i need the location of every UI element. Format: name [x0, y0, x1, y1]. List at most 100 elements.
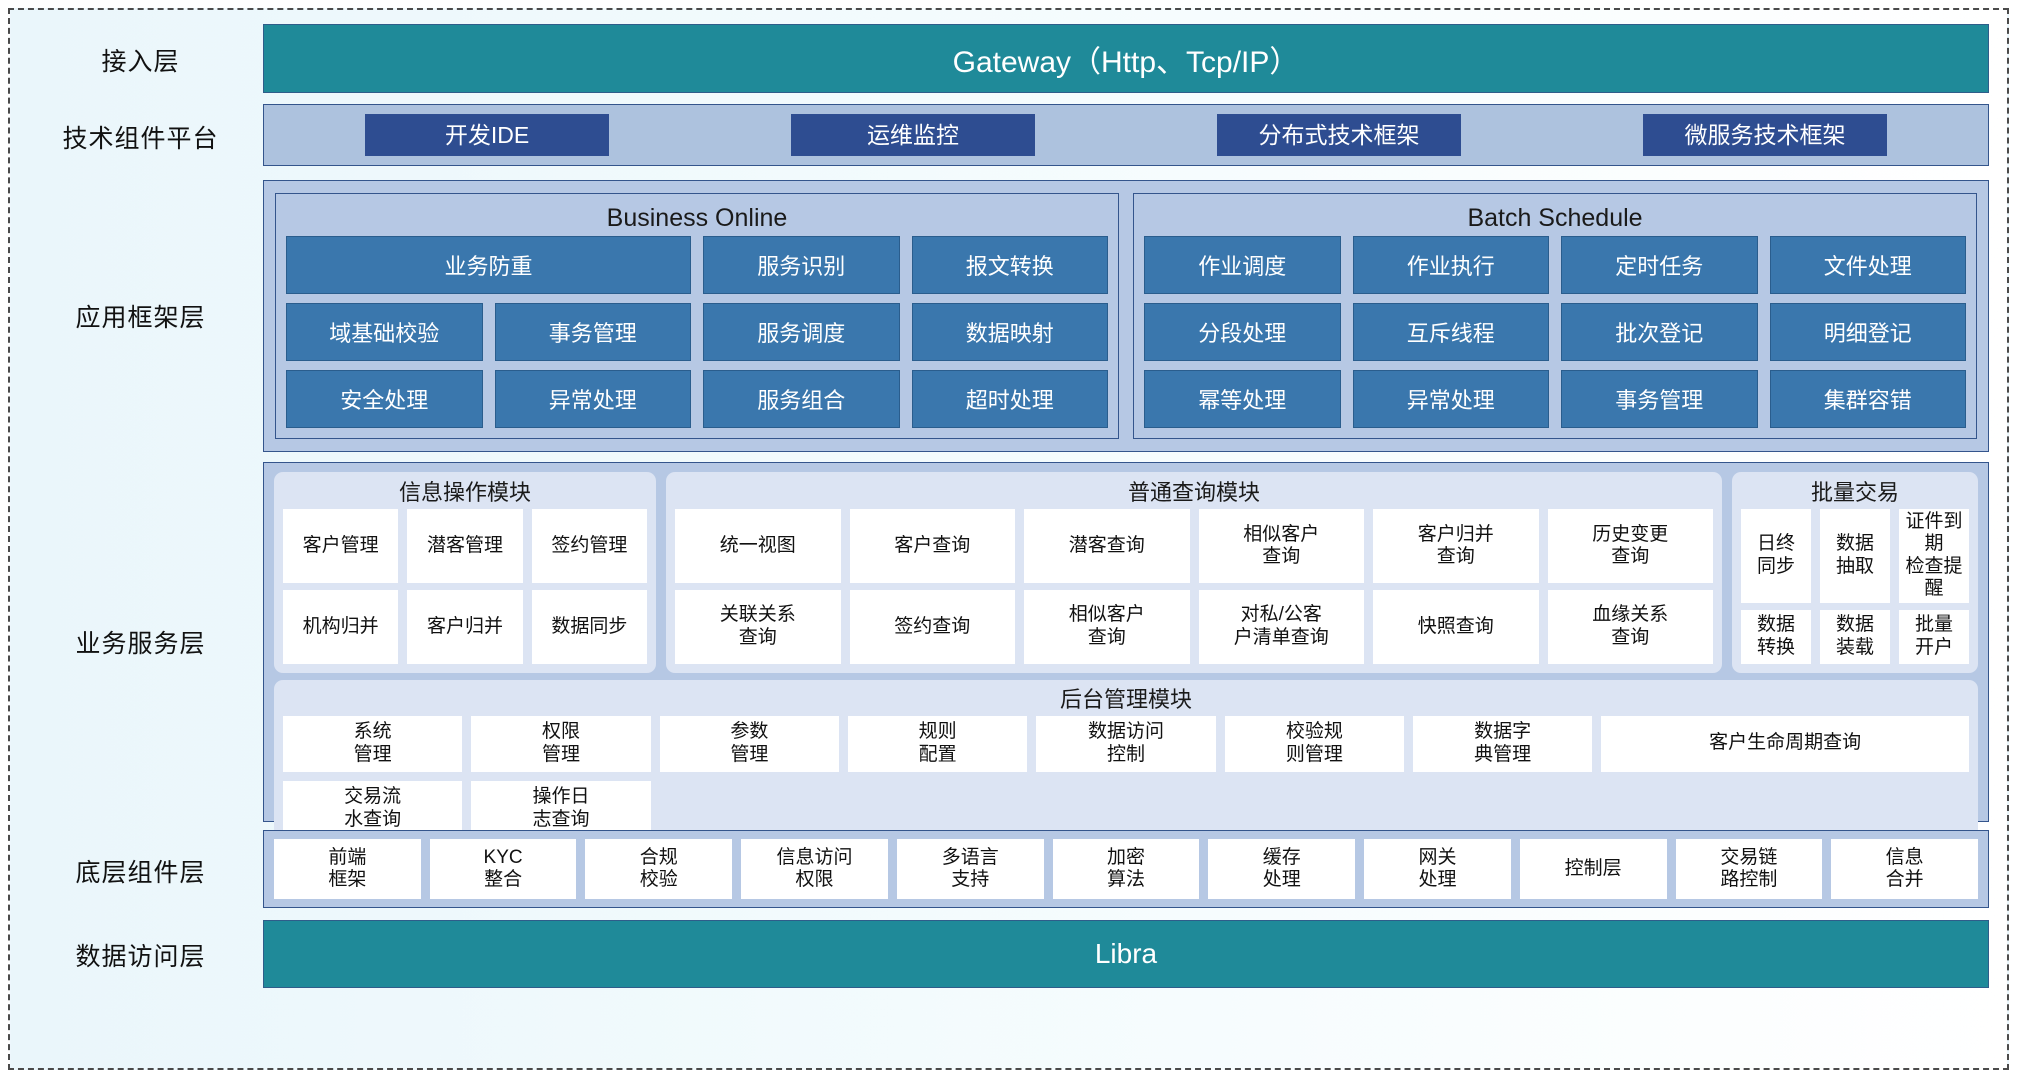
app-chip[interactable]: 幂等处理: [1144, 370, 1341, 428]
biz-cell[interactable]: 批量 开户: [1899, 609, 1969, 664]
component-cell[interactable]: 信息 合并: [1831, 839, 1978, 899]
component-cell[interactable]: 交易链 路控制: [1675, 839, 1823, 899]
app-chip[interactable]: 异常处理: [1352, 370, 1549, 428]
biz-cell[interactable]: 客户管理: [283, 509, 399, 583]
biz-cell[interactable]: 历史变更 查询: [1547, 509, 1713, 583]
biz-cell[interactable]: 关联关系 查询: [675, 589, 841, 664]
biz-grid-admin: 系统 管理 权限 管理 参数 管理 规则 配置 数据访问 控制 校验规 则管理 …: [283, 715, 1969, 837]
biz-cell[interactable]: 相似客户 查询: [1024, 589, 1190, 664]
biz-cell[interactable]: 客户归并 查询: [1373, 509, 1539, 583]
app-chip[interactable]: 定时任务: [1561, 236, 1758, 294]
biz-cell[interactable]: 数据 抽取: [1820, 509, 1890, 603]
app-chip[interactable]: 域基础校验: [286, 303, 483, 361]
biz-cell[interactable]: 操作日 志查询: [471, 780, 651, 837]
layer-row-data-access: 数据访问层 Libra: [18, 920, 1989, 990]
app-chip[interactable]: 互斥线程: [1352, 303, 1549, 361]
business-service-band: 信息操作模块 客户管理 潜客管理 签约管理 机构归并 客户归并 数据同步 普通查…: [263, 462, 1989, 845]
tech-chip[interactable]: 分布式技术框架: [1217, 114, 1461, 156]
biz-grid-batch-transaction: 日终 同步 数据 抽取 证件到期 检查提醒 数据 转换 数据 装载 批量 开户: [1741, 509, 1969, 664]
app-chip[interactable]: 事务管理: [494, 303, 691, 361]
biz-cell[interactable]: 系统 管理: [283, 715, 463, 772]
app-chip[interactable]: 作业执行: [1352, 236, 1549, 294]
biz-cell[interactable]: 权限 管理: [471, 715, 651, 772]
biz-module-info-operation: 信息操作模块 客户管理 潜客管理 签约管理 机构归并 客户归并 数据同步: [274, 472, 656, 673]
component-cell[interactable]: 信息访问 权限: [741, 839, 888, 899]
biz-cell[interactable]: 机构归并: [283, 589, 399, 664]
biz-module-admin: 后台管理模块 系统 管理 权限 管理 参数 管理 规则 配置 数据访问 控制 校…: [274, 679, 1978, 845]
component-cell[interactable]: KYC 整合: [429, 839, 577, 899]
biz-cell[interactable]: 数据访问 控制: [1036, 715, 1216, 772]
app-chip[interactable]: 文件处理: [1769, 236, 1966, 294]
tech-platform-band: 开发IDE 运维监控 分布式技术框架 微服务技术框架: [263, 104, 1989, 166]
app-chip[interactable]: 数据映射: [911, 303, 1108, 361]
biz-cell[interactable]: 数据 转换: [1741, 609, 1811, 664]
biz-cell[interactable]: 规则 配置: [847, 715, 1028, 772]
layer-row-tech-platform: 技术组件平台 开发IDE 运维监控 分布式技术框架 微服务技术框架: [18, 104, 1989, 170]
app-group-batch-schedule: Batch Schedule 作业调度 作业执行 定时任务 文件处理 分段处理 …: [1133, 193, 1977, 439]
app-chip[interactable]: 事务管理: [1561, 370, 1758, 428]
biz-module-title: 后台管理模块: [1059, 686, 1192, 712]
layer-label-data-access: 数据访问层: [75, 943, 206, 971]
biz-cell[interactable]: 快照查询: [1373, 589, 1539, 664]
tech-chip[interactable]: 微服务技术框架: [1643, 114, 1887, 156]
app-chip[interactable]: 异常处理: [494, 370, 691, 428]
layer-row-access: 接入层 Gateway（Http、Tcp/IP）: [18, 24, 1989, 96]
biz-cell[interactable]: 签约查询: [849, 589, 1015, 664]
app-chip[interactable]: 服务识别: [703, 236, 900, 294]
app-chip[interactable]: 超时处理: [911, 370, 1108, 428]
biz-cell[interactable]: 数据 装载: [1820, 609, 1890, 664]
component-cell[interactable]: 控制层: [1519, 839, 1667, 899]
biz-cell[interactable]: 日终 同步: [1741, 509, 1811, 603]
layer-label-access: 接入层: [101, 48, 180, 76]
app-chip[interactable]: 批次登记: [1561, 303, 1758, 361]
component-cell[interactable]: 多语言 支持: [896, 839, 1044, 899]
gateway-bar: Gateway（Http、Tcp/IP）: [263, 24, 1989, 93]
app-group-title: Business Online: [606, 204, 788, 232]
app-chip[interactable]: 作业调度: [1144, 236, 1341, 294]
biz-cell[interactable]: 相似客户 查询: [1198, 509, 1364, 583]
app-framework-band: Business Online 业务防重 服务识别 报文转换 域基础校验 事务管…: [263, 180, 1989, 452]
biz-module-title: 普通查询模块: [1127, 480, 1260, 505]
app-chip[interactable]: 服务调度: [703, 303, 900, 361]
app-chip[interactable]: 服务组合: [703, 370, 900, 428]
layer-label-component: 底层组件层: [75, 859, 206, 887]
biz-module-title: 批量交易: [1810, 480, 1899, 505]
component-cell[interactable]: 加密 算法: [1052, 839, 1200, 899]
business-service-upper: 信息操作模块 客户管理 潜客管理 签约管理 机构归并 客户归并 数据同步 普通查…: [274, 472, 1978, 673]
biz-cell[interactable]: 签约管理: [531, 509, 647, 583]
biz-cell[interactable]: 客户生命周期查询: [1601, 715, 1969, 772]
biz-cell[interactable]: 血缘关系 查询: [1547, 589, 1713, 664]
architecture-diagram: 接入层 Gateway（Http、Tcp/IP） 技术组件平台 开发IDE 运维…: [8, 8, 2009, 1070]
biz-cell[interactable]: 对私/公客 户清单查询: [1198, 589, 1364, 664]
component-cell[interactable]: 合规 校验: [585, 839, 733, 899]
app-group-business-online: Business Online 业务防重 服务识别 报文转换 域基础校验 事务管…: [275, 193, 1119, 439]
app-chip[interactable]: 分段处理: [1144, 303, 1341, 361]
app-chip[interactable]: 集群容错: [1769, 370, 1966, 428]
layer-row-component: 底层组件层 前端 框架 KYC 整合 合规 校验 信息访问 权限 多语言 支持 …: [18, 830, 1989, 912]
tech-chip[interactable]: 开发IDE: [365, 114, 609, 156]
biz-grid-common-query: 统一视图 客户查询 潜客查询 相似客户 查询 客户归并 查询 历史变更 查询 关…: [675, 509, 1713, 664]
app-chip[interactable]: 安全处理: [286, 370, 483, 428]
app-grid-batch-schedule: 作业调度 作业执行 定时任务 文件处理 分段处理 互斥线程 批次登记 明细登记 …: [1144, 236, 1966, 428]
component-cell[interactable]: 网关 处理: [1364, 839, 1511, 899]
biz-cell[interactable]: 客户查询: [849, 509, 1015, 583]
component-cell[interactable]: 缓存 处理: [1208, 839, 1356, 899]
tech-chip[interactable]: 运维监控: [791, 114, 1035, 156]
biz-cell[interactable]: 数据字 典管理: [1412, 715, 1593, 772]
app-chip[interactable]: 明细登记: [1769, 303, 1966, 361]
biz-cell[interactable]: 潜客管理: [407, 509, 523, 583]
biz-cell[interactable]: 潜客查询: [1024, 509, 1190, 583]
biz-cell[interactable]: 交易流 水查询: [283, 780, 463, 837]
app-chip[interactable]: 报文转换: [911, 236, 1108, 294]
app-grid-business-online: 业务防重 服务识别 报文转换 域基础校验 事务管理 服务调度 数据映射 安全处理…: [286, 236, 1108, 428]
biz-cell[interactable]: 客户归并: [407, 589, 523, 664]
biz-cell[interactable]: 统一视图: [675, 509, 841, 583]
biz-cell[interactable]: 证件到期 检查提醒: [1899, 509, 1969, 603]
app-chip[interactable]: 业务防重: [286, 236, 691, 294]
component-cell[interactable]: 前端 框架: [274, 839, 421, 899]
libra-bar: Libra: [263, 920, 1989, 988]
layer-row-app-framework: 应用框架层 Business Online 业务防重 服务识别 报文转换 域基础…: [18, 180, 1989, 452]
biz-cell[interactable]: 校验规 则管理: [1224, 715, 1404, 772]
biz-cell[interactable]: 数据同步: [531, 589, 647, 664]
biz-cell[interactable]: 参数 管理: [659, 715, 839, 772]
